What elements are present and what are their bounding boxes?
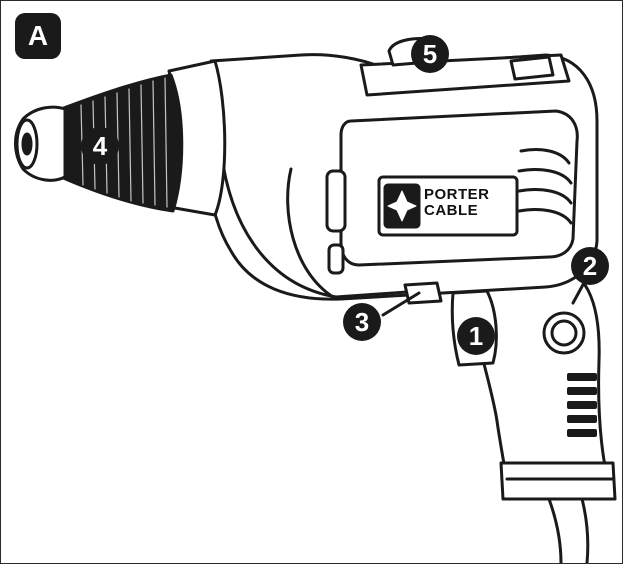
callout-1: 1 — [457, 317, 495, 355]
power-cord — [547, 497, 563, 563]
callout-4: 4 — [81, 127, 119, 165]
handle-base — [499, 461, 617, 501]
callout-3: 3 — [343, 303, 381, 341]
brand-star — [387, 190, 417, 222]
vent-slots — [517, 148, 573, 225]
motor-housing — [219, 149, 423, 299]
brand-line-1: PORTER — [424, 186, 490, 203]
callout-5: 5 — [411, 35, 449, 73]
callout-2: 2 — [571, 247, 609, 285]
grip-texture — [567, 373, 597, 437]
leader-line-3 — [381, 291, 421, 317]
figure-tag: A — [15, 13, 61, 59]
brand-line-2: CABLE — [424, 202, 479, 219]
keyless-chuck — [59, 73, 184, 213]
reverse-lever — [403, 281, 443, 305]
leader-line-2 — [571, 279, 587, 305]
brand-logo-text: PORTER CABLE — [424, 187, 510, 219]
